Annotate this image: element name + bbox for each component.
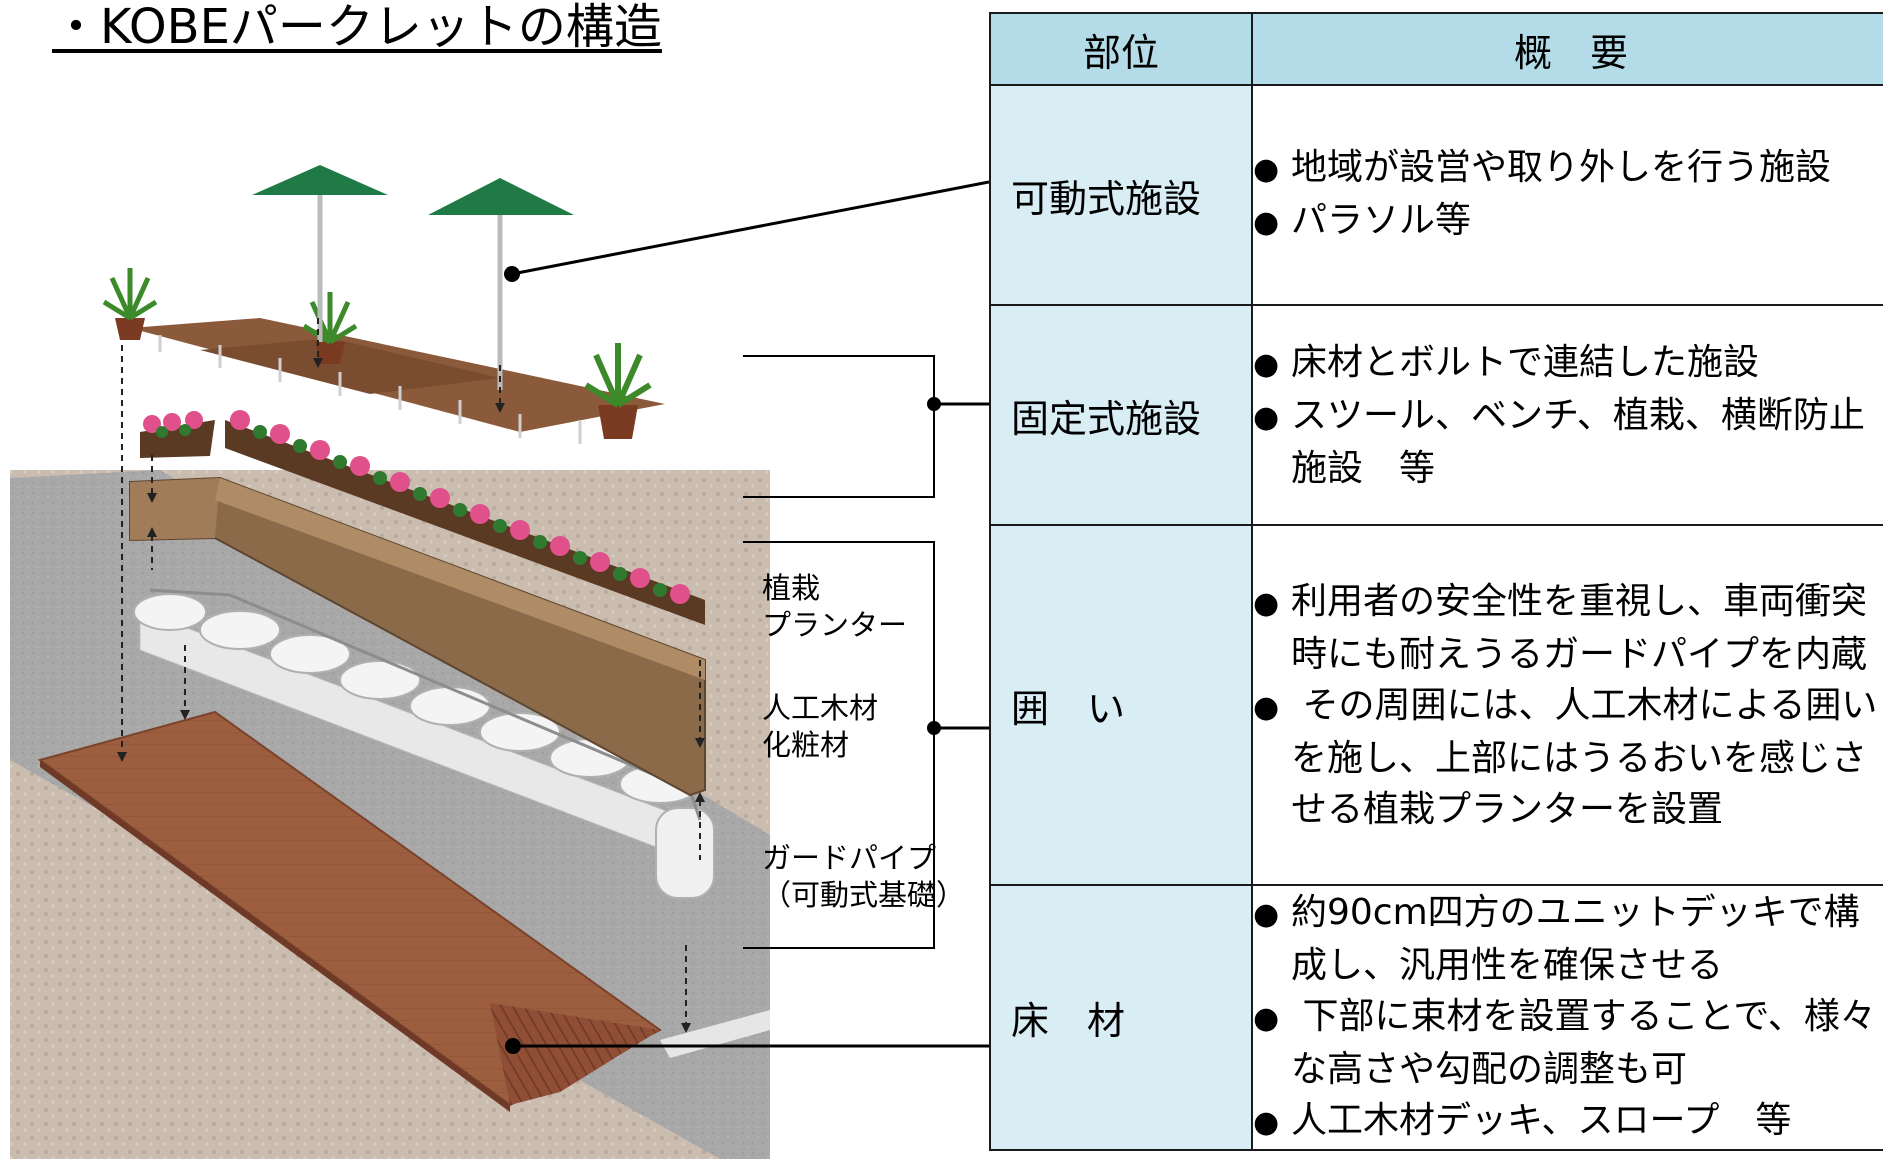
table-row: 固定式施設 床材とボルトで連結した施設 スツール、ベンチ、植栽、横断防止施設 等 <box>989 304 1883 526</box>
callout-guard-pipe: ガードパイプ （可動式基礎） <box>762 841 966 912</box>
table-row: 囲 い 利用者の安全性を重視し、車両衝突時にも耐えうるガードパイプを内蔵 その周… <box>989 524 1883 886</box>
guide-arrows <box>121 318 701 1025</box>
wood-enclosure <box>129 476 706 797</box>
fixed-furniture <box>130 318 665 444</box>
component-summary-table: 部位 概 要 可動式施設 地域が設営や取り外しを行う施設 パラソル等 固定式施設… <box>989 12 1883 1151</box>
callout-leaders <box>511 180 989 1048</box>
page-title: ・KOBEパークレットの構造 <box>52 0 662 55</box>
part-cell: 可動式施設 <box>989 84 1253 306</box>
parasols <box>252 165 574 390</box>
summary-cell: 床材とボルトで連結した施設 スツール、ベンチ、植栽、横断防止施設 等 <box>1251 304 1883 526</box>
parklet-exploded-diagram <box>10 165 989 1159</box>
bullet-item: 利用者の安全性を重視し、車両衝突時にも耐えうるガードパイプを内蔵 <box>1253 576 1883 680</box>
guard-pipe-base <box>133 588 715 899</box>
summary-cell: 地域が設営や取り外しを行う施設 パラソル等 <box>1251 84 1883 306</box>
part-cell: 床 材 <box>989 884 1253 1151</box>
header-summary: 概 要 <box>1251 12 1883 86</box>
callout-planter: 植栽 プランター <box>762 571 908 642</box>
bullet-item: 約90cm四方のユニットデッキで構成し、汎用性を確保させる <box>1253 887 1883 991</box>
summary-cell: 利用者の安全性を重視し、車両衝突時にも耐えうるガードパイプを内蔵 その周囲には、… <box>1251 524 1883 886</box>
table-header-row: 部位 概 要 <box>989 12 1883 86</box>
table-row: 可動式施設 地域が設営や取り外しを行う施設 パラソル等 <box>989 84 1883 306</box>
deck-floor <box>37 710 662 1112</box>
callout-wood-cladding: 人工木材 化粧材 <box>762 691 879 762</box>
bullet-item: スツール、ベンチ、植栽、横断防止施設 等 <box>1253 390 1883 494</box>
bullet-item: パラソル等 <box>1253 195 1883 248</box>
part-cell: 固定式施設 <box>989 304 1253 526</box>
table-row: 床 材 約90cm四方のユニットデッキで構成し、汎用性を確保させる 下部に束材を… <box>989 884 1883 1151</box>
bullet-item: その周囲には、人工木材による囲いを施し、上部にはうるおいを感じさせる植栽プランタ… <box>1253 680 1883 835</box>
bullet-item: 床材とボルトで連結した施設 <box>1253 337 1883 390</box>
bullet-item: 下部に束材を設置することで、様々な高さや勾配の調整も可 <box>1253 991 1883 1095</box>
header-part: 部位 <box>989 12 1253 86</box>
bullet-item: 人工木材デッキ、スロープ 等 <box>1253 1095 1883 1148</box>
summary-cell: 約90cm四方のユニットデッキで構成し、汎用性を確保させる 下部に束材を設置する… <box>1251 884 1883 1151</box>
part-cell: 囲 い <box>989 524 1253 886</box>
bullet-item: 地域が設営や取り外しを行う施設 <box>1253 142 1883 195</box>
flower-planters <box>140 410 705 625</box>
